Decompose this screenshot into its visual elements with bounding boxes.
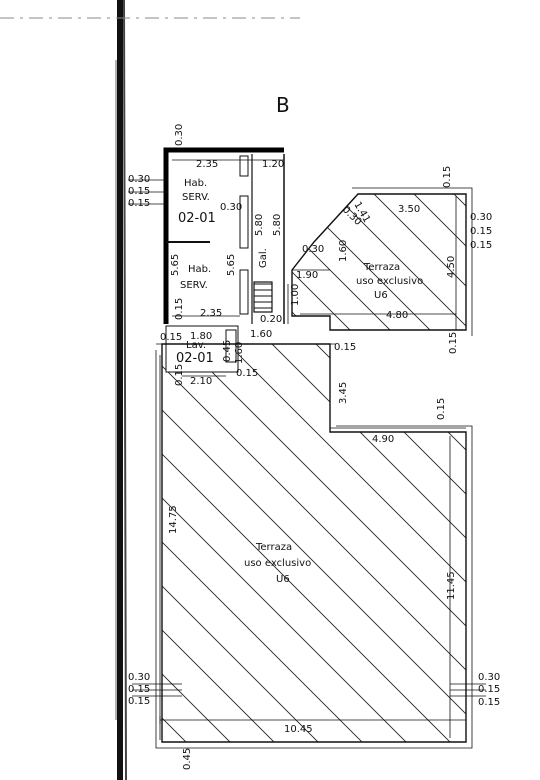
- dim-label: 0.45: [182, 748, 193, 770]
- service-rooms-block: [163, 147, 285, 373]
- dim-label: 0.20: [260, 314, 282, 325]
- dim-label: 0.15: [448, 332, 459, 354]
- hatch-line: [162, 344, 466, 742]
- dim-label: 0.30: [470, 212, 492, 223]
- dim-label: 4.90: [372, 434, 394, 445]
- hatch-line: [520, 180, 540, 340]
- dim-label: 10.45: [284, 724, 313, 735]
- hab-upper-code: 02-01: [178, 211, 216, 226]
- lav-label: Lav.: [186, 340, 206, 351]
- dim-label: 14.75: [168, 505, 179, 534]
- dim-label: 0.15: [128, 696, 150, 707]
- dim-label: 0.30: [478, 672, 500, 683]
- terrace-labels: Terraza uso exclusivo U6 Terraza uso exc…: [244, 262, 423, 585]
- dim-label: 1.00: [290, 284, 301, 306]
- dim-label: 0.15: [174, 364, 185, 386]
- hatch-line: [399, 344, 466, 742]
- dim-label: 2.35: [196, 159, 218, 170]
- hatch-line: [399, 194, 466, 330]
- hab-lower-label-1: Hab.: [188, 264, 211, 275]
- sheet-edge: [0, 0, 300, 780]
- hatch-line: [162, 344, 283, 742]
- dim-label: 2.35: [200, 308, 222, 319]
- hab-lower-label-2: SERV.: [180, 280, 208, 291]
- dim-label: 0.30: [220, 202, 242, 213]
- dim-label: 0.30: [302, 244, 324, 255]
- dim-label: 5.65: [170, 254, 181, 276]
- hatch-line: [162, 344, 371, 742]
- sheet-title: B: [276, 93, 290, 117]
- dim-label: 5.65: [226, 254, 237, 276]
- hab-upper-label-1: Hab.: [184, 178, 207, 189]
- dimension-labels: 0.30 2.35 1.20 0.30 0.15 0.15 0.30 5.80 …: [128, 124, 500, 770]
- dim-label: 0.15: [128, 186, 150, 197]
- dim-label: 4.80: [386, 310, 408, 321]
- hatch-line: [532, 340, 540, 750]
- large-terrace-use: uso exclusivo: [244, 558, 311, 569]
- gal-label: Gal.: [258, 248, 269, 268]
- dim-label: 0.30: [128, 672, 150, 683]
- hatch-line: [480, 180, 540, 340]
- hatch-line: [162, 344, 239, 742]
- hatch-line: [223, 344, 466, 742]
- dim-label: 1.20: [262, 159, 284, 170]
- dim-label: 0.15: [478, 684, 500, 695]
- dim-label: 5.80: [272, 214, 283, 236]
- dim-label: 1.80: [190, 331, 212, 342]
- hatch-line: [162, 344, 459, 742]
- dim-label: 0.15: [160, 332, 182, 343]
- dim-label: 1.90: [296, 270, 318, 281]
- hatch-line: [292, 194, 321, 330]
- dim-label: 5.80: [254, 214, 265, 236]
- dim-label: 0.15: [478, 697, 500, 708]
- dim-label: 0.15: [174, 298, 185, 320]
- dim-label: 0.15: [236, 368, 258, 379]
- dim-label: 3.50: [398, 204, 420, 215]
- dim-label: 1.60: [234, 342, 245, 364]
- small-terrace-use: uso exclusivo: [356, 276, 423, 287]
- hatch-line: [359, 194, 466, 330]
- hatch-line: [179, 344, 466, 742]
- dim-label: 0.30: [128, 174, 150, 185]
- dim-label: 0.15: [442, 166, 453, 188]
- hatch-line: [162, 344, 327, 742]
- dim-label: 0.15: [470, 240, 492, 251]
- dim-label: 3.45: [338, 382, 349, 404]
- room-labels: Hab. SERV. 02-01 Hab. SERV. Gal. Lav. 02…: [176, 178, 269, 366]
- hatch-line: [162, 344, 415, 742]
- dim-label: 0.15: [128, 684, 150, 695]
- lav-code: 02-01: [176, 351, 214, 366]
- hatch-line: [292, 194, 401, 330]
- dim-label: 0.15: [128, 198, 150, 209]
- dim-label: 0.15: [470, 226, 492, 237]
- dim-label: 4.50: [446, 256, 457, 278]
- dim-label: 0.15: [334, 342, 356, 353]
- dim-label: 0.45: [222, 340, 233, 362]
- dimension-lines: [128, 159, 486, 740]
- dim-label: 0.15: [436, 398, 447, 420]
- small-terrace-unit: U6: [374, 290, 388, 301]
- hatch-line: [162, 344, 466, 742]
- large-terrace-title: Terraza: [255, 542, 292, 553]
- dim-label: 2.10: [190, 376, 212, 387]
- dim-label: 1.60: [338, 240, 349, 262]
- hab-upper-label-2: SERV.: [182, 192, 210, 203]
- large-terrace-unit: U6: [276, 574, 290, 585]
- dim-label: 11.45: [446, 571, 457, 600]
- small-terrace-title: Terraza: [363, 262, 400, 273]
- dim-label: 1.60: [250, 329, 272, 340]
- hatch-line: [292, 194, 361, 330]
- dim-label: 0.30: [174, 124, 185, 146]
- hatch-line: [355, 344, 466, 742]
